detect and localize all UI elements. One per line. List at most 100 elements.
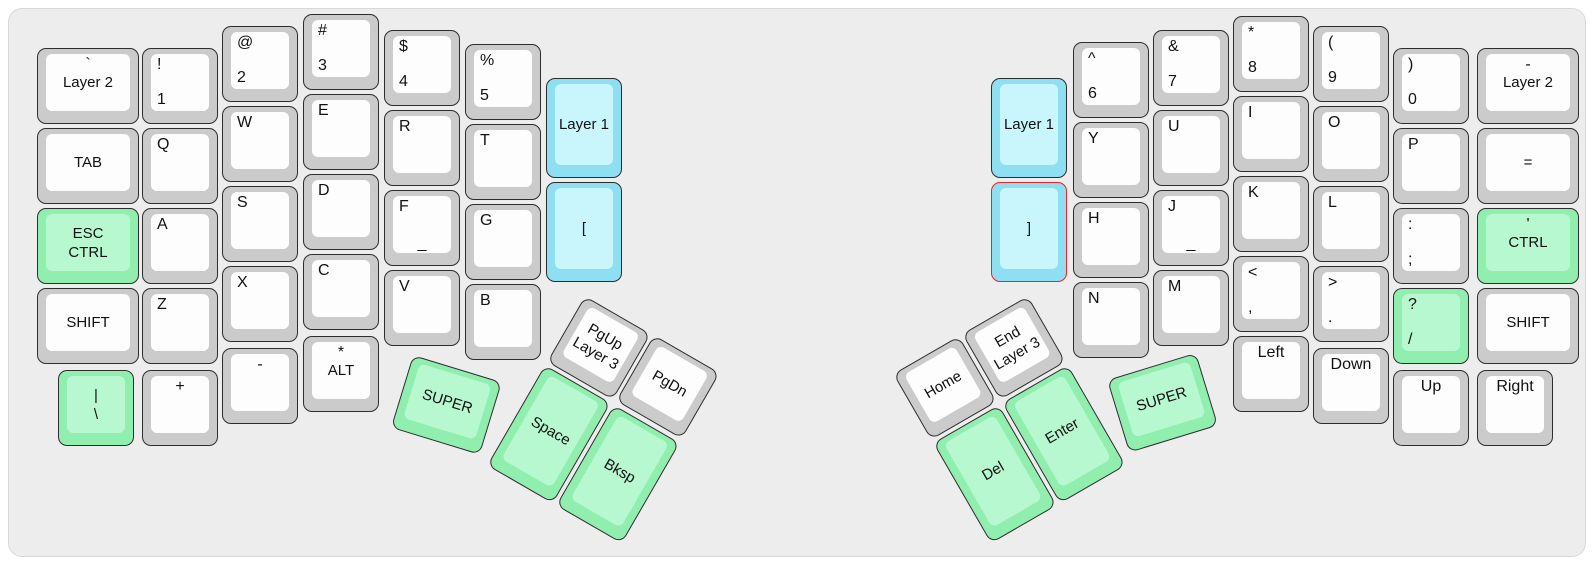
- keycap-top: L: [1322, 192, 1380, 249]
- key-legend: End Layer 3: [990, 322, 1043, 373]
- key-m[interactable]: M: [1153, 270, 1229, 346]
- key-pipe-backslash[interactable]: | \: [58, 370, 134, 446]
- key-percent-5[interactable]: %5: [465, 44, 541, 120]
- keycap-top: F_: [393, 196, 451, 253]
- key-o[interactable]: O: [1313, 106, 1389, 182]
- key-shift-left[interactable]: SHIFT: [37, 288, 139, 364]
- key-esc-ctrl[interactable]: ESC CTRL: [37, 208, 139, 284]
- key-layer1-left[interactable]: Layer 1: [546, 78, 622, 178]
- key-legend: I: [1248, 104, 1253, 121]
- key-legend: E: [318, 102, 329, 119]
- keycap-top: :;: [1402, 214, 1460, 271]
- key-e[interactable]: E: [303, 94, 379, 170]
- key-question-slash[interactable]: ?/: [1393, 288, 1469, 364]
- key-s[interactable]: S: [222, 186, 298, 262]
- key-super-right[interactable]: SUPER: [1107, 352, 1219, 453]
- key-legend: Down: [1330, 356, 1372, 373]
- key-star-alt[interactable]: *ALT: [303, 336, 379, 412]
- key-legend: :: [1408, 216, 1413, 233]
- key-legend: *: [1248, 24, 1255, 41]
- key-z[interactable]: Z: [142, 288, 218, 364]
- key-legend: 5: [480, 87, 489, 104]
- key-up-arrow[interactable]: Up: [1393, 370, 1469, 446]
- key-p[interactable]: P: [1393, 128, 1469, 204]
- keycap-top: Q: [151, 134, 209, 191]
- key-shift-right[interactable]: SHIFT: [1477, 288, 1579, 364]
- keycap-top: T: [474, 130, 532, 187]
- key-j[interactable]: J_: [1153, 190, 1229, 266]
- key-quote-ctrl[interactable]: 'CTRL: [1477, 208, 1579, 284]
- key-star-8[interactable]: *8: [1233, 16, 1309, 92]
- keycap-top: N: [1082, 288, 1140, 345]
- keycap-top: R: [393, 116, 451, 173]
- key-at-2[interactable]: @2: [222, 26, 298, 102]
- key-tab[interactable]: TAB: [37, 128, 139, 204]
- key-d[interactable]: D: [303, 174, 379, 250]
- key-legend: M: [1168, 278, 1182, 295]
- key-legend: /: [1408, 331, 1413, 348]
- key-equals[interactable]: =: [1477, 128, 1579, 204]
- key-hash-3[interactable]: #3: [303, 14, 379, 90]
- key-i[interactable]: I: [1233, 96, 1309, 172]
- key-b[interactable]: B: [465, 284, 541, 360]
- key-excl-1[interactable]: !1: [142, 48, 218, 124]
- key-legend: $: [399, 38, 408, 55]
- keycap-top: %5: [474, 50, 532, 107]
- key-x[interactable]: X: [222, 266, 298, 342]
- key-caret-6[interactable]: ^6: [1073, 42, 1149, 118]
- key-gt-period[interactable]: >.: [1313, 266, 1389, 342]
- key-dollar-4[interactable]: $4: [384, 30, 460, 106]
- key-lt-comma[interactable]: <,: [1233, 256, 1309, 332]
- key-grave-layer2[interactable]: `Layer 2: [37, 48, 139, 124]
- key-g[interactable]: G: [465, 204, 541, 280]
- key-down-arrow[interactable]: Down: [1313, 348, 1389, 424]
- key-layer1-right[interactable]: Layer 1: [991, 78, 1067, 178]
- keycap-top: @2: [231, 32, 289, 89]
- key-l[interactable]: L: [1313, 186, 1389, 262]
- key-legend: .: [1328, 309, 1333, 326]
- keycap-top: #3: [312, 20, 370, 77]
- key-u[interactable]: U: [1153, 110, 1229, 186]
- key-legend: | \: [93, 386, 99, 423]
- key-legend: -: [1525, 56, 1531, 73]
- key-c[interactable]: C: [303, 254, 379, 330]
- key-h[interactable]: H: [1073, 202, 1149, 278]
- key-t[interactable]: T: [465, 124, 541, 200]
- key-a[interactable]: A: [142, 208, 218, 284]
- key-left-arrow[interactable]: Left: [1233, 336, 1309, 412]
- key-legend: G: [480, 212, 493, 229]
- key-right-arrow[interactable]: Right: [1477, 370, 1553, 446]
- key-lbracket[interactable]: [: [546, 182, 622, 282]
- key-rbracket[interactable]: ]: [991, 182, 1067, 282]
- key-minus-left[interactable]: -: [222, 348, 298, 424]
- keycap-top: *8: [1242, 22, 1300, 79]
- key-q[interactable]: Q: [142, 128, 218, 204]
- key-legend: B: [480, 292, 491, 309]
- key-legend: #: [318, 22, 327, 39]
- key-y[interactable]: Y: [1073, 122, 1149, 198]
- key-f[interactable]: F_: [384, 190, 460, 266]
- key-rparen-0[interactable]: )0: [1393, 48, 1469, 124]
- key-k[interactable]: K: [1233, 176, 1309, 252]
- key-legend: SUPER: [420, 385, 475, 418]
- key-amp-7[interactable]: &7: [1153, 30, 1229, 106]
- key-lparen-9[interactable]: (9: [1313, 26, 1389, 102]
- key-plus[interactable]: +: [142, 370, 218, 446]
- key-minus-layer2[interactable]: -Layer 2: [1477, 48, 1579, 124]
- key-legend: `: [85, 56, 91, 73]
- key-n[interactable]: N: [1073, 282, 1149, 358]
- key-colon-semicolon[interactable]: :;: [1393, 208, 1469, 284]
- key-r[interactable]: R: [384, 110, 460, 186]
- key-w[interactable]: W: [222, 106, 298, 182]
- key-v[interactable]: V: [384, 270, 460, 346]
- key-super-left[interactable]: SUPER: [390, 355, 502, 455]
- key-legend: ?: [1408, 296, 1417, 313]
- keycap-top: 'CTRL: [1486, 214, 1570, 271]
- key-legend: +: [175, 378, 185, 395]
- keycap-top: ESC CTRL: [46, 214, 130, 271]
- key-legend: 3: [318, 57, 327, 74]
- key-legend: 0: [1408, 91, 1417, 108]
- key-legend: <: [1248, 264, 1258, 281]
- keycap-top: PgDn: [630, 344, 710, 424]
